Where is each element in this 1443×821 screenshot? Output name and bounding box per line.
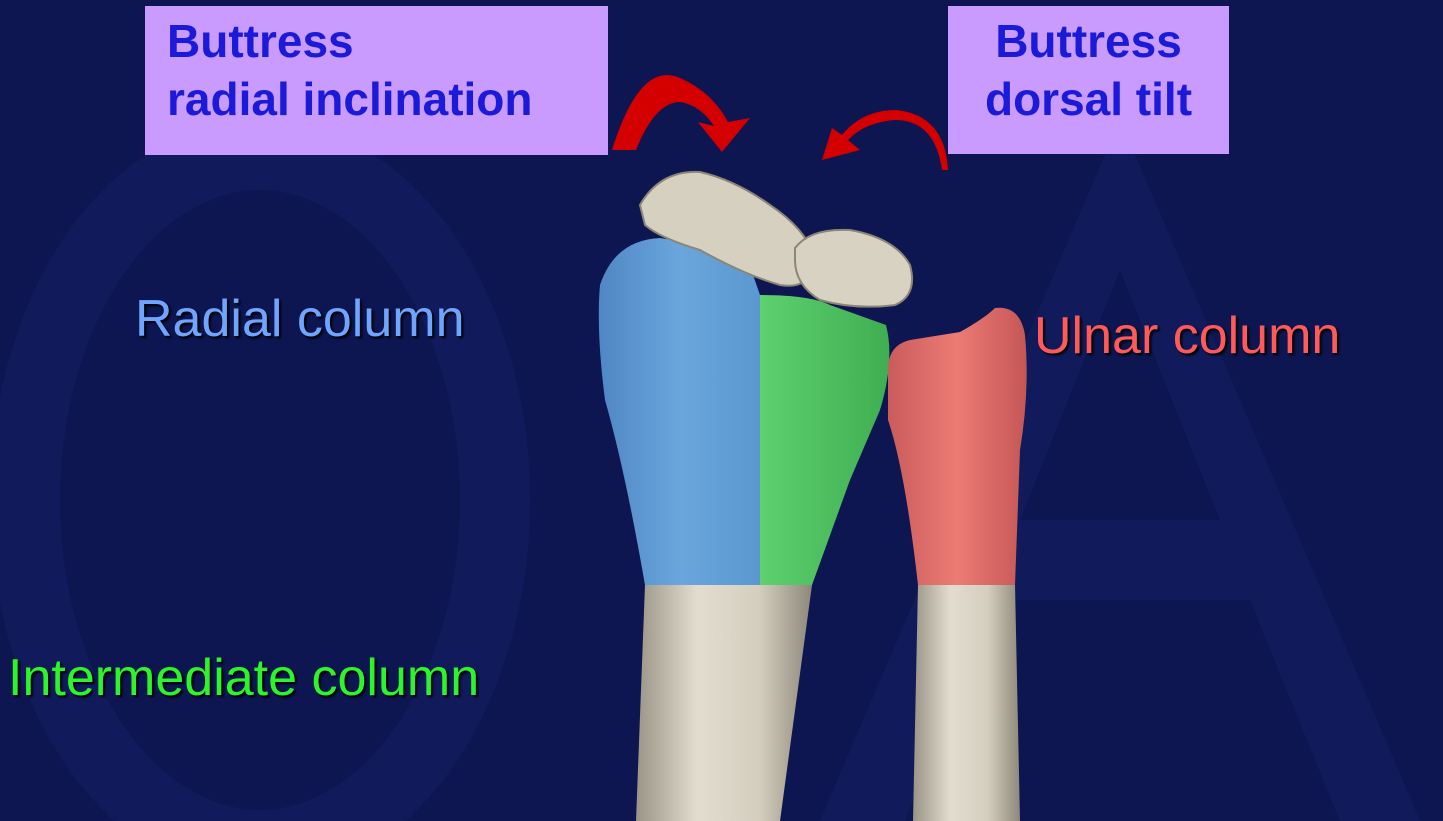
radial-column-region xyxy=(599,238,760,585)
ulna-shaft xyxy=(913,585,1020,821)
arrow-radial-inclination xyxy=(612,75,750,152)
label-intermediate-column: Intermediate column xyxy=(8,648,479,708)
carpal-bone-lunate xyxy=(795,230,912,307)
ulnar-column-region xyxy=(888,308,1027,585)
callout-right-line1: Buttress xyxy=(948,12,1229,70)
callout-right-line2: dorsal tilt xyxy=(948,70,1229,128)
callout-buttress-dorsal-tilt: Buttress dorsal tilt xyxy=(948,6,1229,154)
callout-left-line1: Buttress xyxy=(167,12,608,70)
callout-left-line2: radial inclination xyxy=(167,70,608,128)
label-radial-column: Radial column xyxy=(135,289,465,349)
callout-buttress-radial-inclination: Buttress radial inclination xyxy=(145,6,608,155)
label-ulnar-column: Ulnar column xyxy=(1034,306,1340,366)
intermediate-column-region xyxy=(760,295,889,585)
arrow-dorsal-tilt xyxy=(822,110,948,170)
radius-shaft xyxy=(636,585,812,821)
